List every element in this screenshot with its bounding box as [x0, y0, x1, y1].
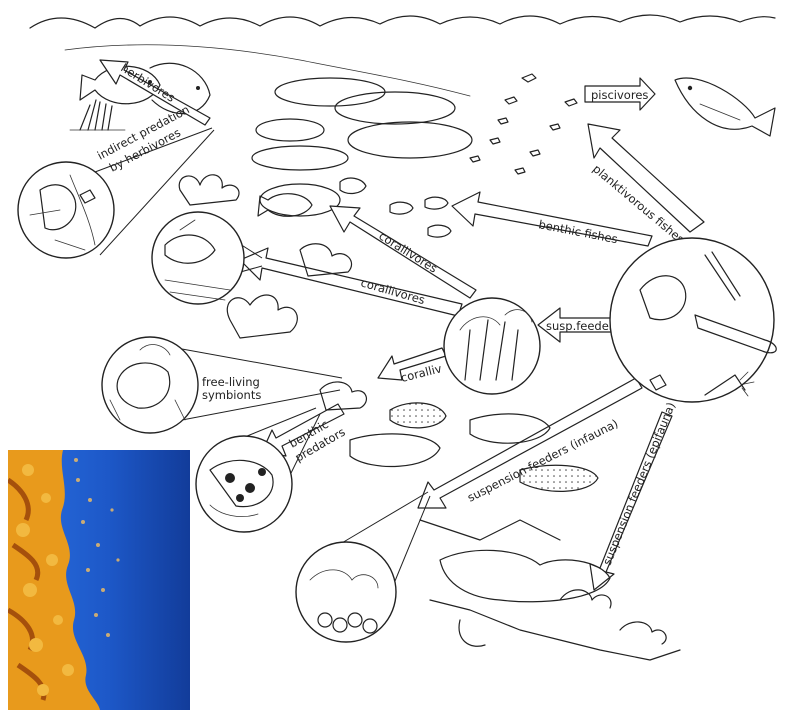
- benthic-fishes-arrow: benthic fishes: [452, 192, 652, 246]
- zoom-circle-indirect-predation: [18, 162, 114, 258]
- piscivore-fish-icon: [675, 78, 775, 136]
- free-living-symbionts-label-1: free-living: [202, 375, 260, 389]
- susp-feeders-arrow: susp.feeders: [538, 308, 622, 342]
- susp-feeders-label: susp.feeders: [546, 319, 620, 333]
- algae-tuft: [70, 100, 125, 130]
- coral-photo-art: [8, 450, 190, 710]
- plankton-icons: [470, 74, 577, 174]
- sea-surface-waves: [30, 15, 775, 28]
- coral-plates-top: [252, 78, 472, 216]
- zoom-circle-plankton: [610, 238, 776, 402]
- piscivores-label: piscivores: [591, 88, 648, 102]
- zoom-circle-coral-polyps: [444, 298, 540, 394]
- coral-reef-photo: [8, 450, 190, 710]
- suspension-feeders-infauna-arrow: suspension feeders (infauna): [418, 378, 642, 508]
- zoom-circle-infauna: [296, 542, 396, 642]
- corallivores-label-2: corallivores: [359, 275, 426, 307]
- corallivores-arrow-3: coralliv: [378, 348, 446, 385]
- zoom-circle-free-living-symbionts: [102, 337, 198, 433]
- lower-reef-structures: [420, 520, 680, 660]
- fish-school: [74, 458, 120, 637]
- herbivores-arrow: herbivores: [100, 60, 210, 125]
- free-living-symbionts-label-2: symbionts: [202, 388, 261, 402]
- zoom-circle-benthic-predators: [196, 436, 292, 532]
- zoom-circle-herbivore-grazing: [152, 212, 244, 304]
